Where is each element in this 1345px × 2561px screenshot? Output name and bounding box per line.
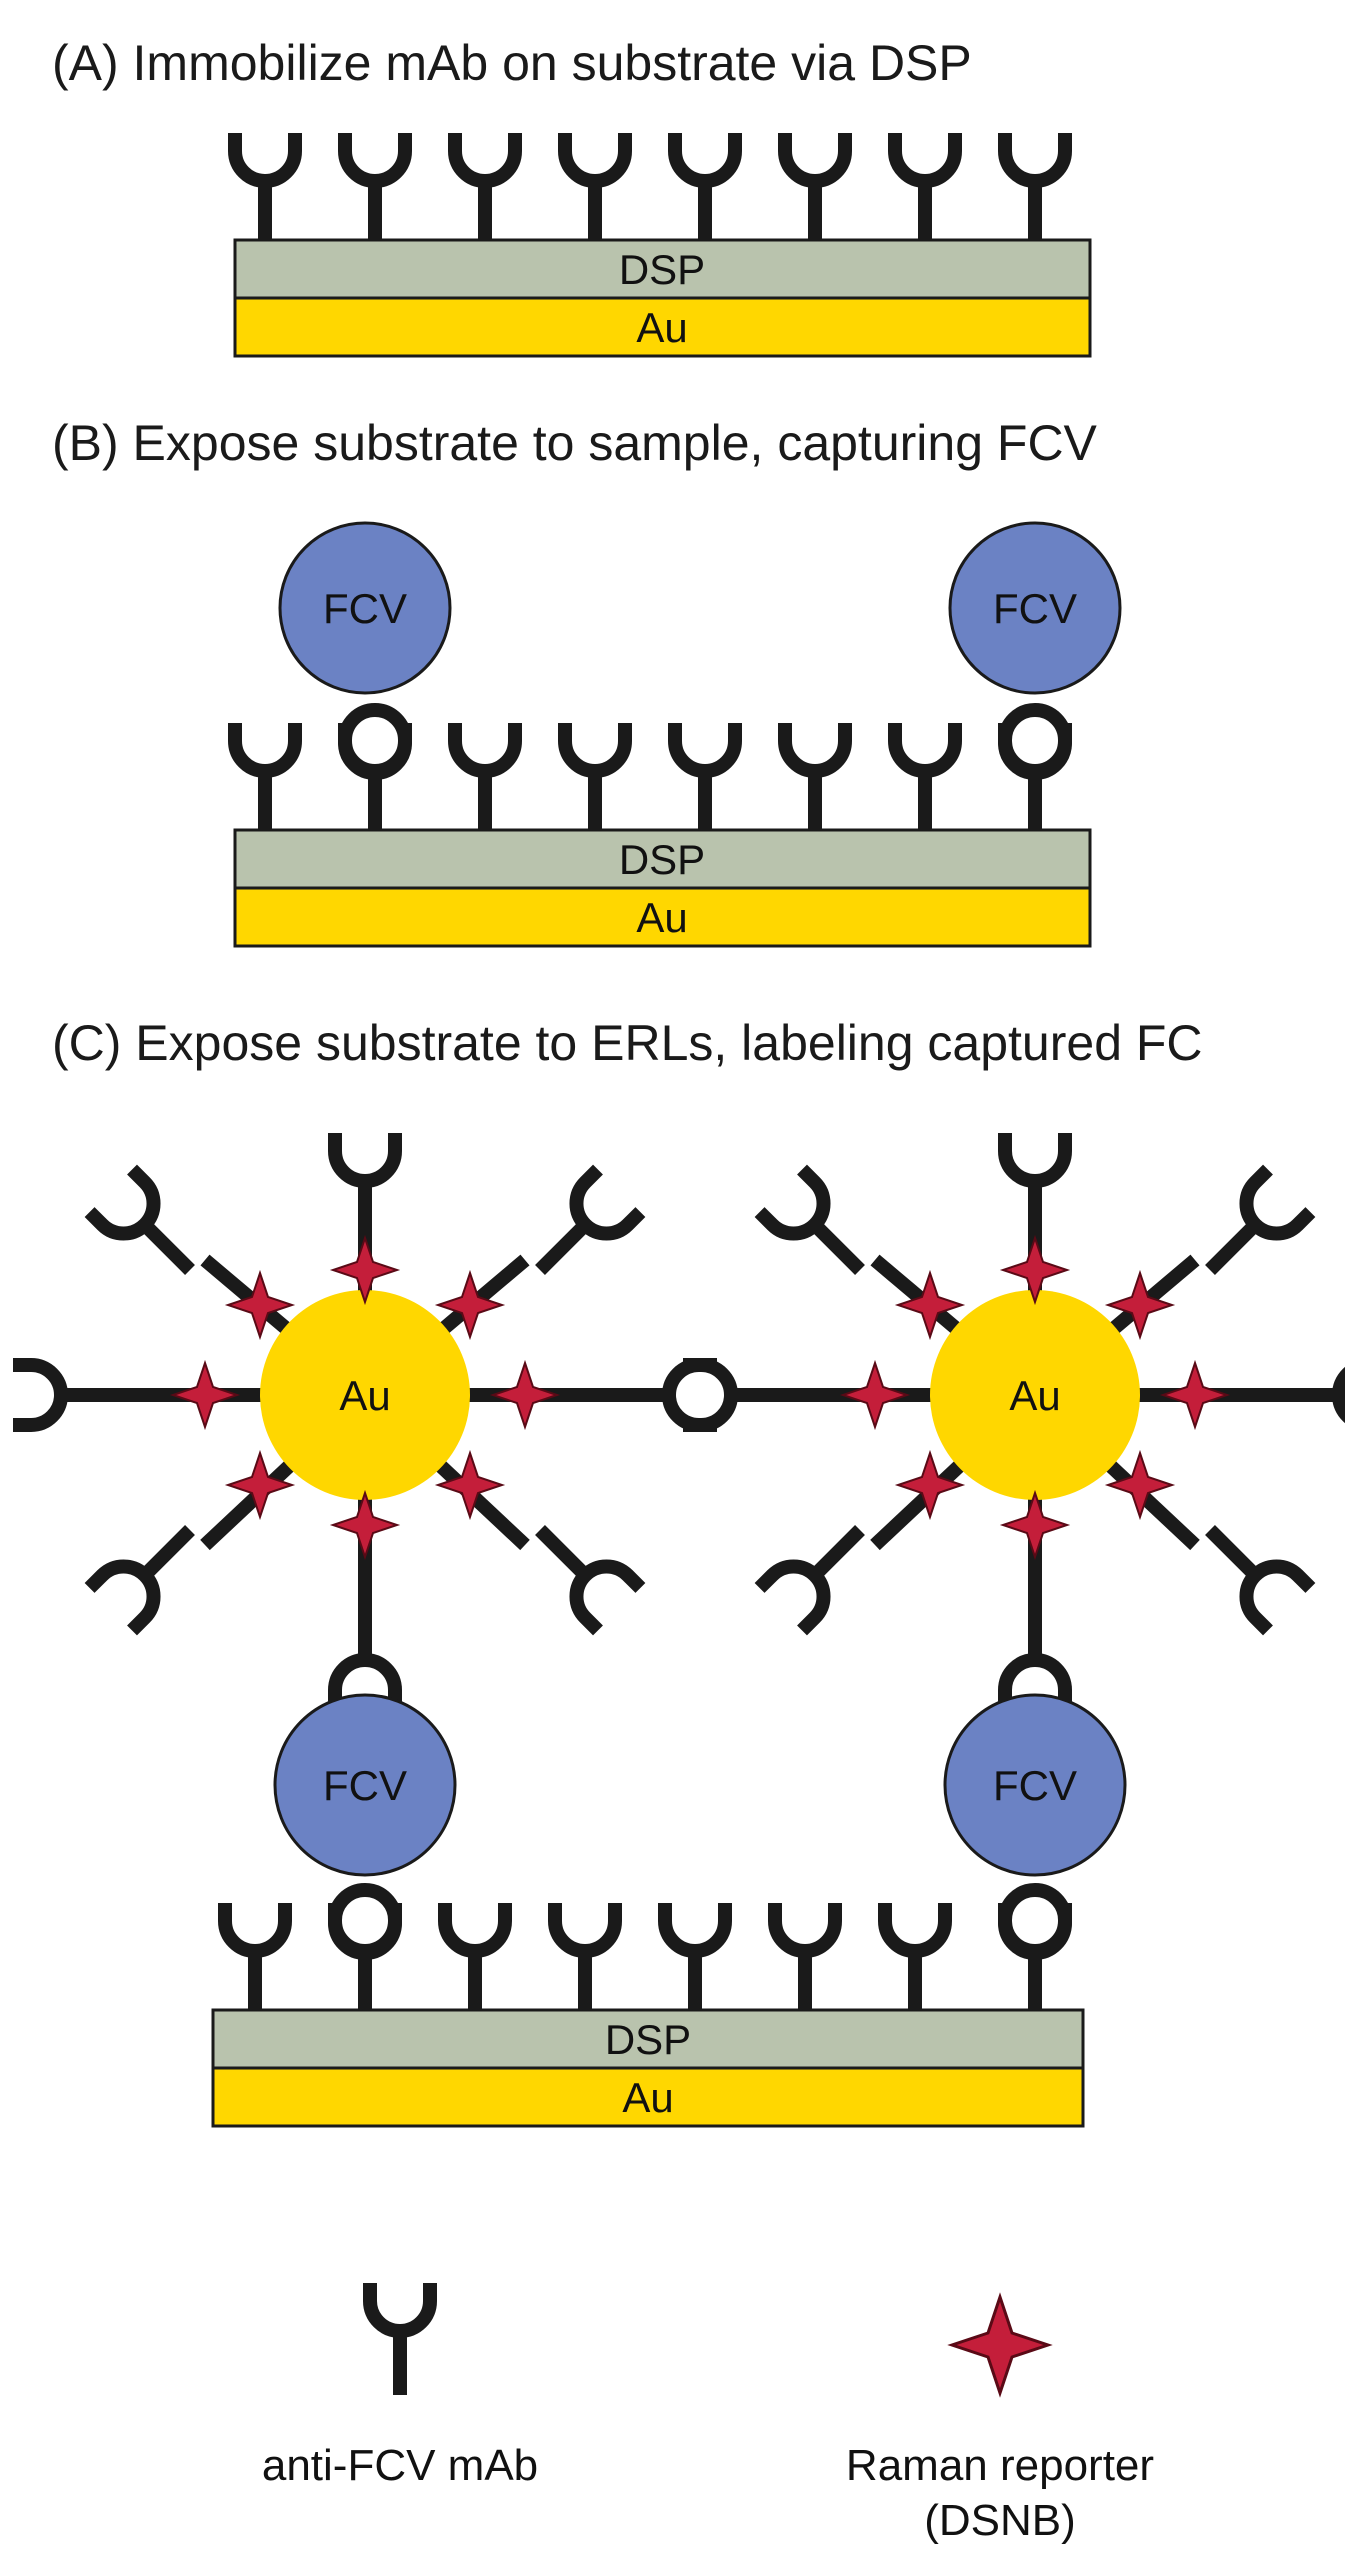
panel-c-au-label: Au [622,2074,673,2121]
antibody [555,1903,615,2015]
antibody [90,1170,212,1292]
legend-star-icon [947,2292,1053,2398]
antibody [345,133,405,245]
panel-a: (A) Immobilize mAb on substrate via DSP … [52,35,1092,358]
raman-reporter-star [332,1237,398,1303]
antibody [565,133,625,245]
antibody [665,1903,725,2015]
panel-c: (C) Expose substrate to ERLs, labeling c… [13,1015,1345,2128]
antibody [1189,1509,1311,1631]
raman-reporter-star [842,1362,908,1428]
antibody [675,133,735,245]
panel-c-dsp-label: DSP [605,2016,691,2063]
panel-a-au-label: Au [636,304,687,351]
antibody [519,1170,641,1292]
fcv-label: FCV [323,1762,407,1809]
legend-antibody-label: anti-FCV mAb [262,2441,538,2490]
antibody [335,1133,395,1245]
antibody [455,133,515,245]
antibody [895,723,955,835]
panel-c-title: (C) Expose substrate to ERLs, labeling c… [52,1015,1203,1071]
erl-left: Au [13,1133,717,1712]
antibody [519,1509,641,1631]
antibody [895,133,955,245]
panel-a-dsp-label: DSP [619,246,705,293]
antibody [1005,133,1065,245]
antibody [760,1170,882,1292]
antibody-bound [1005,1890,1065,2015]
antibody [785,133,845,245]
antibody-bound [335,1890,395,2015]
panel-b-dsp-label: DSP [619,836,705,883]
panel-b-au-layer [233,886,1092,948]
antibody [683,1365,795,1425]
antibody [13,1365,125,1425]
antibody-loop [328,1653,402,1712]
panel-c-antibodies [225,1890,1065,2015]
legend: anti-FCV mAb Raman reporter (DSNB) [262,2283,1154,2545]
fcv-label: FCV [323,585,407,632]
panel-b: (B) Expose substrate to sample, capturin… [52,415,1122,948]
antibody [605,1365,717,1425]
antibody [1189,1170,1311,1292]
antibody [1275,1365,1345,1425]
antibody [565,723,625,835]
erl-right: Au [683,1133,1345,1712]
antibody-bound [1005,710,1065,835]
fcv-virus [948,521,1122,695]
panel-b-au-label: Au [636,894,687,941]
antibody [90,1509,212,1631]
raman-reporter-star [1002,1237,1068,1303]
panel-a-antibodies [235,133,1065,245]
panel-c-dsp-layer [211,2008,1085,2070]
panel-b-dsp-layer [233,828,1092,890]
raman-reporter-star [172,1362,238,1428]
fcv-virus [273,1693,457,1877]
raman-reporter-star [492,1362,558,1428]
antibody [775,1903,835,2015]
gold-nanoparticle-label: Au [1009,1372,1060,1419]
antibody [675,723,735,835]
panel-b-antibodies [235,710,1065,835]
legend-antibody-icon [370,2283,430,2395]
antibody [785,723,845,835]
antibody [235,723,295,835]
antibody-loop [998,1653,1072,1712]
antibody-bound [345,710,405,835]
antibody [445,1903,505,2015]
antibody [1005,1133,1065,1245]
panel-b-title: (B) Expose substrate to sample, capturin… [52,415,1098,471]
antibody [225,1903,285,2015]
antibody [760,1509,882,1631]
fcv-label: FCV [993,1762,1077,1809]
panel-a-au-layer [233,296,1092,358]
raman-reporter-star [1002,1492,1068,1558]
legend-reporter-sublabel: (DSNB) [924,2496,1076,2545]
antibody [455,723,515,835]
fcv-label: FCV [993,585,1077,632]
panel-a-dsp-layer [233,238,1092,300]
raman-reporter-star [332,1492,398,1558]
gold-nanoparticle [930,1290,1140,1500]
gold-nanoparticle-label: Au [339,1372,390,1419]
panel-a-title: (A) Immobilize mAb on substrate via DSP [52,35,972,91]
raman-reporter-star [1162,1362,1228,1428]
panel-c-au-layer [211,2066,1085,2128]
fcv-virus [943,1693,1127,1877]
antibody [235,133,295,245]
antibody [885,1903,945,2015]
gold-nanoparticle [260,1290,470,1500]
legend-reporter-label: Raman reporter [846,2441,1154,2490]
fcv-virus [278,521,452,695]
